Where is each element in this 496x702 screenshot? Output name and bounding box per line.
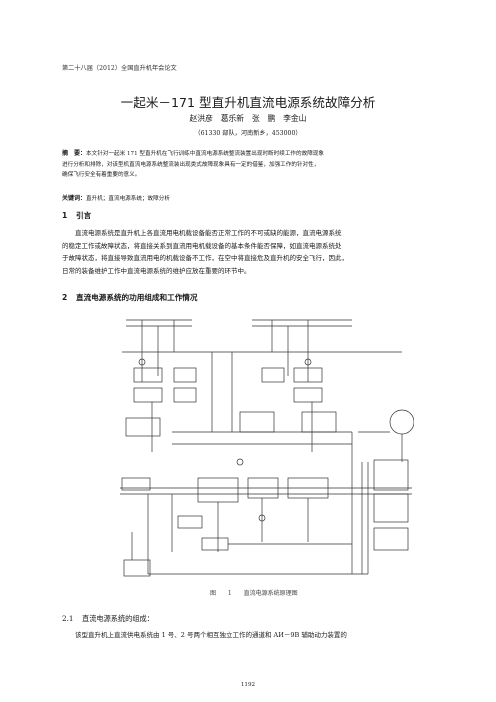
affiliation: （61330 部队，河南新乡，453000） [194,130,302,137]
section-2-1-heading: 2.1 直流电源系统的组成： [62,614,154,624]
section-2-heading: 2 直流电源系统的功用组成和工作情况 [62,292,198,303]
section-2-1-title: 直流电源系统的组成： [82,614,154,623]
keywords-text: 直升机；直流电源系统；故障分析 [86,196,170,202]
section-2-title: 直流电源系统的功用组成和工作情况 [76,293,198,302]
abstract-line-2: 进行分析和排除，对该型机直流电源系统整流装出现类式故障现象具有一定的借鉴，加强工… [62,161,320,168]
keywords: 关键词：直升机；直流电源系统；故障分析 [62,193,170,202]
section-2-1-number: 2.1 [62,614,74,623]
section-1-heading: 1 引言 [62,210,91,221]
author-list: 赵洪彦 葛乐新 张 鹏 李金山 [189,114,307,123]
figure-title: 直流电源系统原理图 [243,590,298,597]
running-header: 第二十八届（2012）全国直升机年会论文 [62,65,177,72]
abstract-label: 摘 要： [62,150,87,157]
abstract-line-3: 确保飞行安全有着重要的意义。 [62,172,141,179]
abstract-text: 本文针对一起米 171 型直升机在飞行训练中直流电源系统整流装置出现时断时续工作… [86,151,324,157]
section-1-title: 引言 [76,211,92,220]
section-2-1-body: 该型直升机上直流供电系统由 1 号、2 号两个相互独立工作的通道和 AИ－9B … [75,631,347,639]
page-number: 1192 [240,682,256,688]
paragraph-line: 直流电源系统是直升机上各直流用电机载设备能否正常工作的不可或缺的能源，直流电源系… [75,229,342,237]
abstract: 摘 要：本文针对一起米 171 型直升机在飞行训练中直流电源系统整流装置出现时断… [62,149,438,181]
section-2-number: 2 [62,293,68,302]
paragraph-line: 的稳定工作或故障状态，将直接关系到直流用电机载设备的基本条件能否保障，如直流电源… [62,241,342,250]
keywords-label: 关键词： [62,195,87,202]
figure-number: 图 1 [210,590,232,597]
schematic-lines [120,319,414,577]
paper-title: 一起米－171 型直升机直流电源系统故障分析 [120,95,376,110]
section-1-number: 1 [62,211,68,220]
abstract-line-1: 摘 要：本文针对一起米 171 型直升机在飞行训练中直流电源系统整流装置出现时断… [62,149,438,160]
dc-power-schematic [120,319,414,577]
section-1-body: 直流电源系统是直升机上各直流用电机载设备能否正常工作的不可或缺的能源，直流电源系… [62,227,446,277]
figure-caption: 图 1 直流电源系统原理图 [210,588,298,597]
paragraph-line: 于故障状态，将直接导致直流用电的机载设备不工作，在空中将直接危及直升机的安全飞行… [62,254,348,263]
paragraph-line: 日常的装备维护工作中直流电源系统的维护应放在重要的环节中。 [62,266,251,275]
